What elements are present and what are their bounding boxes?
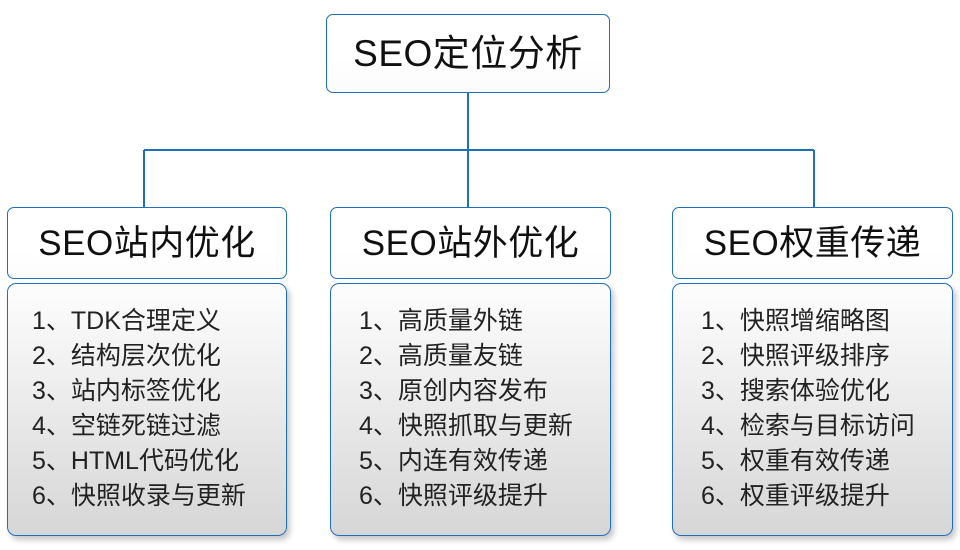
branch-header-label-1: SEO站内优化: [38, 223, 256, 263]
list-item-text: TDK合理定义: [70, 306, 221, 335]
list-item-index: 3、: [359, 376, 398, 405]
list-item-text: 结构层次优化: [70, 341, 221, 370]
list-item-index: 5、: [359, 446, 398, 475]
list-item-text: 搜索体验优化: [739, 376, 890, 405]
list-item[interactable]: 6、 权重评级提升: [701, 479, 952, 514]
list-item-index: 5、: [32, 446, 71, 475]
branch-column-2: SEO站外优化 1、 高质量外链 2、 高质量友链 3、 原创内容发布 4、 快: [330, 207, 611, 536]
list-item-index: 2、: [701, 341, 740, 370]
branch-header-3[interactable]: SEO权重传递: [672, 207, 953, 279]
list-item-index: 2、: [32, 341, 71, 370]
branch-body-1: 1、 TDK合理定义 2、 结构层次优化 3、 站内标签优化 4、 空链死链过滤…: [7, 283, 287, 536]
branch-item-list-2: 1、 高质量外链 2、 高质量友链 3、 原创内容发布 4、 快照抓取与更新 5…: [331, 304, 610, 514]
root-node-label: SEO定位分析: [353, 33, 583, 74]
branch-column-1: SEO站内优化 1、 TDK合理定义 2、 结构层次优化 3、 站内标签优化 4…: [7, 207, 287, 536]
list-item-text: 高质量友链: [397, 341, 523, 370]
list-item-index: 4、: [359, 411, 398, 440]
list-item-text: 快照收录与更新: [70, 481, 246, 510]
list-item[interactable]: 1、 高质量外链: [359, 304, 610, 339]
list-item[interactable]: 4、 检索与目标访问: [701, 409, 952, 444]
list-item-text: 站内标签优化: [70, 376, 221, 405]
list-item-text: 高质量外链: [397, 306, 523, 335]
list-item-text: 原创内容发布: [397, 376, 548, 405]
list-item[interactable]: 1、 TDK合理定义: [32, 304, 286, 339]
list-item-text: 快照评级提升: [397, 481, 548, 510]
branch-body-2: 1、 高质量外链 2、 高质量友链 3、 原创内容发布 4、 快照抓取与更新 5…: [330, 283, 611, 536]
list-item-index: 2、: [359, 341, 398, 370]
list-item-text: 权重有效传递: [739, 446, 890, 475]
list-item[interactable]: 2、 高质量友链: [359, 339, 610, 374]
list-item-index: 4、: [32, 411, 71, 440]
list-item-text: 空链死链过滤: [70, 411, 221, 440]
list-item[interactable]: 2、 快照评级排序: [701, 339, 952, 374]
list-item[interactable]: 3、 搜索体验优化: [701, 374, 952, 409]
branch-column-3: SEO权重传递 1、 快照增缩略图 2、 快照评级排序 3、 搜索体验优化 4、: [672, 207, 953, 536]
list-item-index: 1、: [359, 306, 398, 335]
list-item-index: 1、: [701, 306, 740, 335]
list-item-text: 快照评级排序: [739, 341, 890, 370]
list-item-index: 4、: [701, 411, 740, 440]
branch-header-1[interactable]: SEO站内优化: [7, 207, 287, 279]
list-item[interactable]: 5、 权重有效传递: [701, 444, 952, 479]
branch-header-label-3: SEO权重传递: [703, 223, 922, 263]
list-item-index: 6、: [32, 481, 71, 510]
list-item-index: 6、: [359, 481, 398, 510]
list-item[interactable]: 3、 站内标签优化: [32, 374, 286, 409]
branch-item-list-1: 1、 TDK合理定义 2、 结构层次优化 3、 站内标签优化 4、 空链死链过滤…: [8, 304, 286, 514]
list-item[interactable]: 2、 结构层次优化: [32, 339, 286, 374]
list-item-index: 1、: [32, 306, 71, 335]
list-item-index: 3、: [701, 376, 740, 405]
list-item[interactable]: 4、 空链死链过滤: [32, 409, 286, 444]
list-item[interactable]: 5、 内连有效传递: [359, 444, 610, 479]
list-item-text: 内连有效传递: [397, 446, 548, 475]
list-item-index: 6、: [701, 481, 740, 510]
branch-item-list-3: 1、 快照增缩略图 2、 快照评级排序 3、 搜索体验优化 4、 检索与目标访问…: [673, 304, 952, 514]
list-item-text: HTML代码优化: [70, 446, 239, 475]
list-item-index: 3、: [32, 376, 71, 405]
branch-header-label-2: SEO站外优化: [361, 223, 580, 263]
list-item-text: 快照抓取与更新: [397, 411, 573, 440]
list-item-text: 快照增缩略图: [739, 306, 890, 335]
list-item-text: 权重评级提升: [739, 481, 890, 510]
branch-body-3: 1、 快照增缩略图 2、 快照评级排序 3、 搜索体验优化 4、 检索与目标访问…: [672, 283, 953, 536]
root-node[interactable]: SEO定位分析: [326, 14, 610, 93]
list-item-text: 检索与目标访问: [739, 411, 915, 440]
list-item[interactable]: 6、 快照评级提升: [359, 479, 610, 514]
list-item[interactable]: 1、 快照增缩略图: [701, 304, 952, 339]
list-item[interactable]: 4、 快照抓取与更新: [359, 409, 610, 444]
list-item[interactable]: 5、 HTML代码优化: [32, 444, 286, 479]
list-item-index: 5、: [701, 446, 740, 475]
list-item[interactable]: 6、 快照收录与更新: [32, 479, 286, 514]
branch-header-2[interactable]: SEO站外优化: [330, 207, 611, 279]
list-item[interactable]: 3、 原创内容发布: [359, 374, 610, 409]
